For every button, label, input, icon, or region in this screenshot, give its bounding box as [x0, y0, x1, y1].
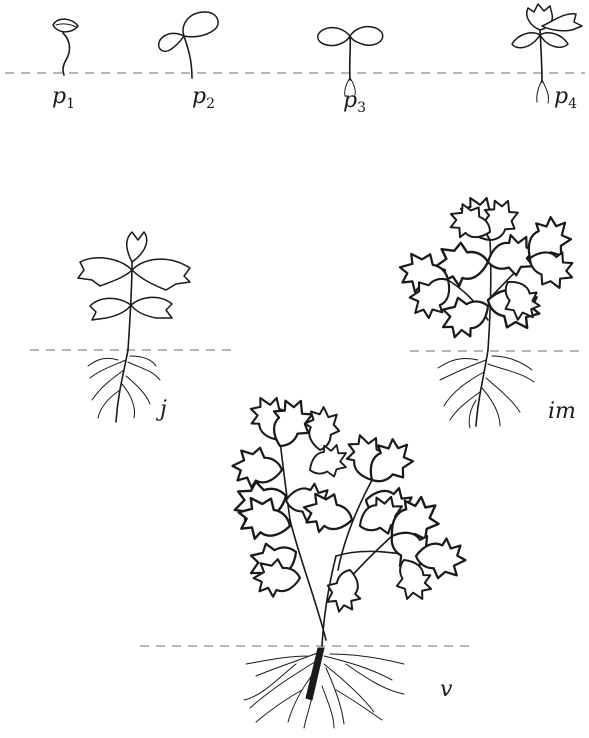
immature-plant: [394, 191, 581, 428]
label-p3: p3: [343, 88, 366, 116]
seedling-p4: [512, 4, 582, 103]
label-virginile: v: [440, 677, 453, 702]
seedling-p3: [318, 27, 383, 96]
label-p4: p4: [554, 84, 577, 112]
label-immature: im: [548, 399, 576, 424]
label-juvenile: j: [155, 397, 167, 422]
virginile-plant: [229, 391, 468, 728]
juvenile-plant: [78, 232, 190, 422]
seedling-p2: [159, 12, 218, 78]
label-p2: p2: [192, 84, 215, 112]
label-p1: p1: [52, 84, 75, 112]
seedling-p1: [53, 19, 78, 75]
